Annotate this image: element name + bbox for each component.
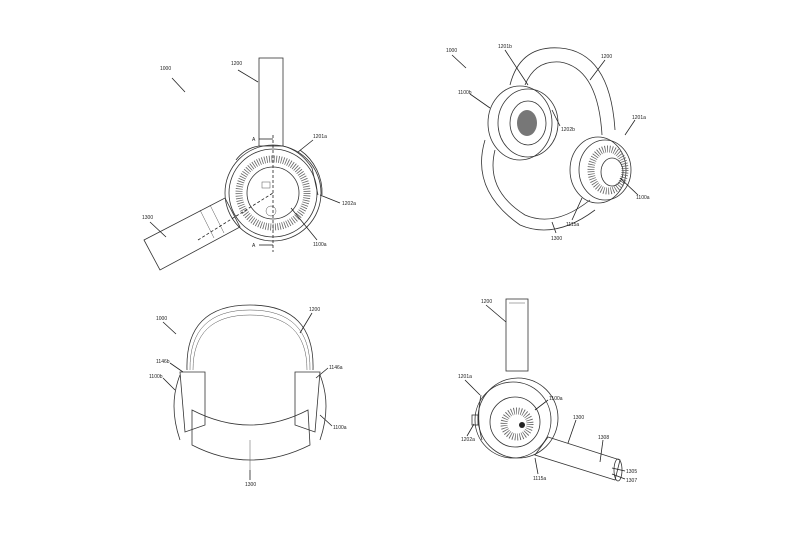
label: 1300 xyxy=(551,236,562,242)
label: 1115a xyxy=(566,222,579,228)
headband xyxy=(186,304,314,371)
label: 1200 xyxy=(601,54,612,60)
figure-front-view: 1000 1200 1146b 1100b 1146a 1100a 1300 xyxy=(149,304,347,488)
band-1300 xyxy=(191,409,311,461)
label: 1100b xyxy=(149,374,163,380)
ear-cushion-a xyxy=(294,371,321,433)
arm-1201a xyxy=(478,394,483,441)
label: 1100a xyxy=(333,425,347,431)
ear-cup-a xyxy=(578,139,632,201)
label: 1201a xyxy=(458,374,472,380)
band-1300 xyxy=(534,436,621,481)
figure-perspective-view: 1000 1201b 1200 1100b 1202b 1201a 1100a … xyxy=(446,44,650,242)
band-1300 xyxy=(143,197,241,271)
band-1300 xyxy=(481,139,596,231)
arm-housing xyxy=(235,145,319,196)
ear-cup-b xyxy=(497,88,559,158)
label: 1300 xyxy=(142,215,153,221)
ear-cups xyxy=(173,374,327,441)
label: 1202a xyxy=(342,201,356,207)
label: 1100a xyxy=(636,195,650,201)
figure-side-view: 1000 1200 1201a 1202a 1100a 1300 A A xyxy=(142,57,356,271)
label: 1300 xyxy=(245,482,256,488)
label: 1100b xyxy=(458,90,472,96)
label: 1100a xyxy=(549,396,563,402)
label: 1201a xyxy=(313,134,327,140)
driver-b xyxy=(517,110,537,136)
label: 1308 xyxy=(598,435,609,441)
label: 1100a xyxy=(313,242,327,248)
headband-stem xyxy=(505,298,529,372)
label: 1200 xyxy=(231,61,242,67)
label: 1200 xyxy=(309,307,320,313)
label: A xyxy=(252,137,256,143)
label: 1305 xyxy=(626,469,637,475)
figure-rear-perspective-view: 1200 1201a 1100a 1300 1202a 1115a 1308 1… xyxy=(458,298,637,484)
label: 1146a xyxy=(329,365,343,371)
label: 1146b xyxy=(156,359,170,365)
label: A xyxy=(252,243,256,249)
outer-arc xyxy=(299,149,323,196)
ear-cushion-b xyxy=(179,371,206,433)
label: 1200 xyxy=(481,299,492,305)
label: 1202b xyxy=(561,127,575,133)
label: 1300 xyxy=(573,415,584,421)
label: 1000 xyxy=(160,66,171,72)
driver-grille xyxy=(500,407,534,441)
headband xyxy=(509,47,616,131)
label: 1202a xyxy=(461,437,475,443)
label: 1201b xyxy=(498,44,512,50)
label: 1201a xyxy=(632,115,646,121)
label: 1000 xyxy=(446,48,457,54)
label: 1000 xyxy=(156,316,167,322)
label: 1115a xyxy=(533,476,546,482)
label: 1307 xyxy=(626,478,637,484)
headband-stem xyxy=(258,57,284,147)
